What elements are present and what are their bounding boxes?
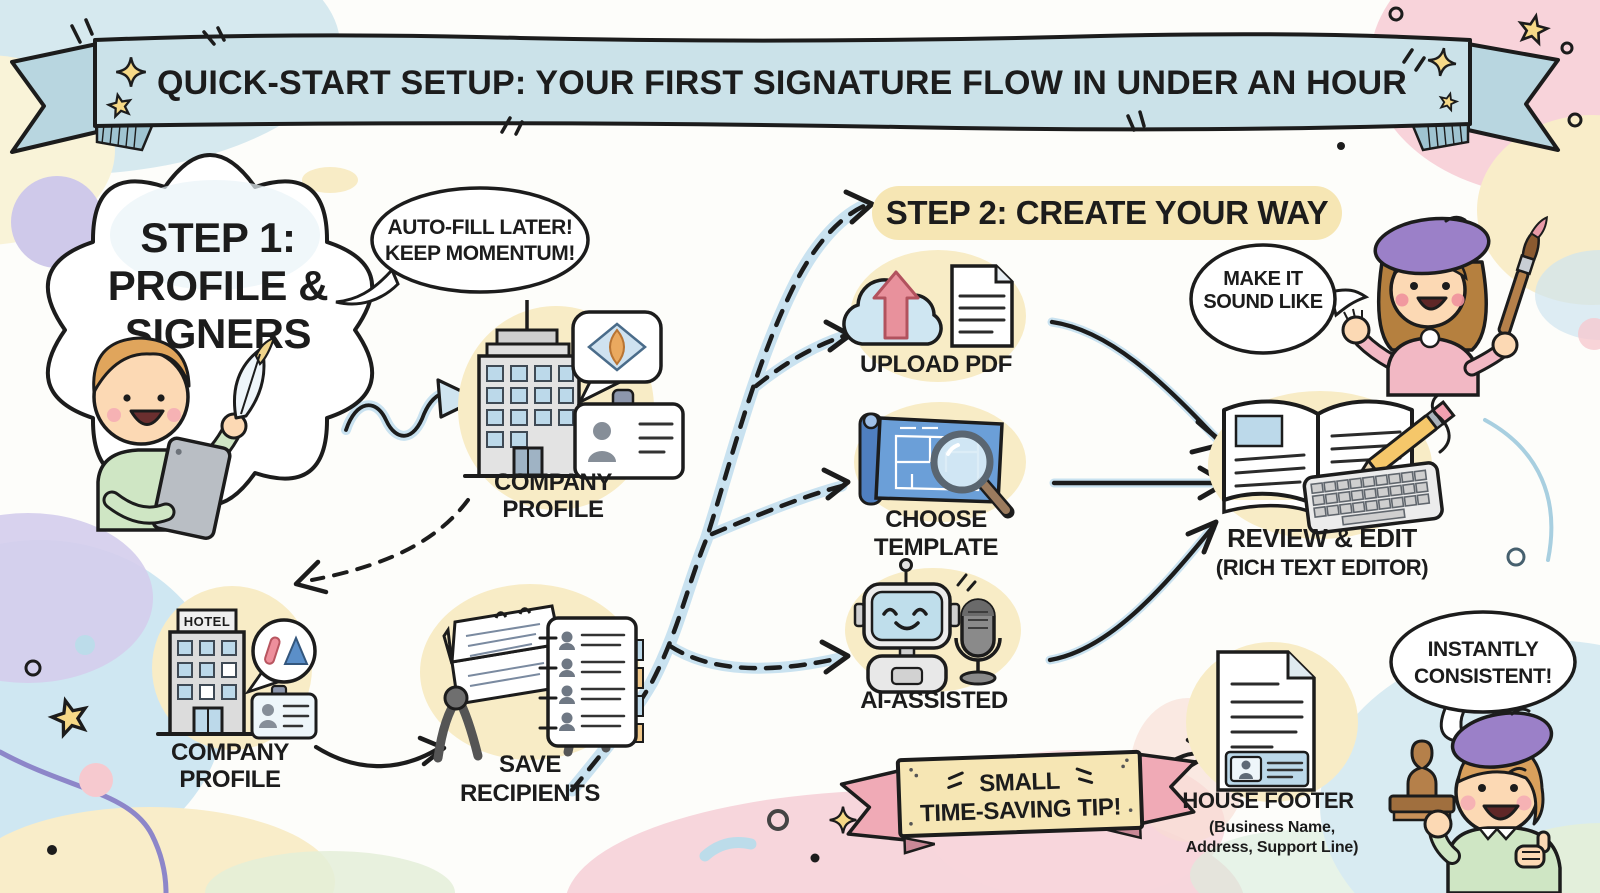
- building-roof: [495, 328, 559, 346]
- cable-squiggle: [1430, 390, 1451, 454]
- decor-elements: [0, 6, 1583, 893]
- house-footer-label: HOUSE FOOTER: [1182, 788, 1354, 813]
- ai-assisted: AI-ASSISTED: [845, 558, 1021, 714]
- hotel-sign-text: HOTEL: [184, 614, 231, 629]
- boy-mouth: [129, 409, 165, 426]
- step2-heading: STEP 2: CREATE YOUR WAY: [872, 186, 1342, 240]
- stamp-bubble-line2: CONSISTENT!: [1414, 665, 1552, 688]
- review-edit: REVIEW & EDIT (RICH TEXT EDITOR): [1208, 390, 1456, 580]
- artist-bubble-line2: SOUND LIKE: [1203, 291, 1322, 313]
- arrow-ai-review: [1047, 525, 1215, 663]
- keyboard-icon: [1302, 461, 1444, 535]
- character-boy-signer: [92, 336, 276, 540]
- house-footer-sublabel-line2: Address, Support Line): [1186, 839, 1359, 856]
- banner-band: [93, 32, 1472, 132]
- robot-icon: [853, 558, 977, 694]
- save-recipients-label-line2: RECIPIENTS: [460, 780, 600, 807]
- autofill-speech-bubble: AUTO-FILL LATER! KEEP MOMENTUM!: [335, 186, 590, 306]
- upload-arrow-icon: [872, 270, 920, 340]
- dashed-trunk-arrow: [569, 203, 867, 793]
- contact-list-icon: [538, 616, 644, 748]
- branch-ai: [667, 643, 843, 671]
- company-top-label-line1: COMPANY: [494, 469, 612, 496]
- tip-banner: SMALL TIME-SAVING TIP!: [839, 749, 1197, 855]
- branch-upload: [753, 333, 847, 389]
- step1-heading-line1: STEP 1:: [140, 214, 295, 261]
- character-stamp-boy: [1388, 707, 1562, 893]
- magnifier-icon: [930, 430, 1015, 519]
- waving-hand: [1341, 308, 1371, 345]
- blue-dash-doodle: [699, 837, 757, 862]
- save-recipients-label-line1: SAVE: [499, 751, 561, 778]
- wavy-arrow: [344, 390, 448, 438]
- arrow-to-recipients: [313, 744, 439, 769]
- stamp-speech-bubble: INSTANTLY CONSISTENT!: [1389, 610, 1577, 744]
- step2-heading-text: STEP 2: CREATE YOUR WAY: [886, 194, 1329, 231]
- pdf-document-icon: [950, 264, 1014, 348]
- review-edit-label: REVIEW & EDIT: [1227, 523, 1417, 553]
- autofill-line1: AUTO-FILL LATER!: [388, 216, 573, 239]
- title-banner: QUICK-START SETUP: YOUR FIRST SIGNATURE …: [10, 18, 1560, 154]
- company-top-label-line2: PROFILE: [502, 496, 604, 523]
- circle-doodle: [24, 659, 42, 677]
- upload-pdf: UPLOAD PDF: [842, 250, 1026, 382]
- house-footer: HOUSE FOOTER (Business Name, Address, Su…: [1182, 642, 1358, 856]
- company-profile-top: COMPANY PROFILE: [458, 300, 685, 523]
- logo-speech-bubble: [251, 618, 317, 684]
- stamp-boy-sweater: [1446, 826, 1562, 893]
- ai-assisted-label: AI-ASSISTED: [860, 687, 1008, 714]
- boy-hair: [92, 336, 191, 394]
- tip-speed-marks: [947, 767, 1094, 789]
- blue-curve-doodle: [1483, 418, 1554, 562]
- upload-pdf-label: UPLOAD PDF: [860, 351, 1012, 378]
- review-edit-sublabel: (RICH TEXT EDITOR): [1216, 555, 1428, 580]
- choose-template: CHOOSE TEMPLATE: [854, 402, 1026, 561]
- girl-beret: [1373, 216, 1491, 276]
- tip-banner-line1: SMALL: [979, 768, 1061, 798]
- microphone-icon: [954, 598, 1002, 686]
- dashed-arrow-profile: [310, 498, 470, 582]
- artist-speech-bubble: MAKE IT SOUND LIKE: [1189, 243, 1370, 355]
- step1-heading-line2: PROFILE &: [108, 262, 328, 309]
- circle-doodle: [767, 809, 789, 831]
- arrow-upload-review: [1049, 319, 1219, 441]
- stamp-boy-beret: [1450, 711, 1554, 769]
- character-artist-girl: [1341, 215, 1548, 397]
- house-footer-sublabel-line1: (Business Name,: [1209, 819, 1335, 836]
- company-bottom-label-line1: COMPANY: [171, 739, 289, 766]
- thumbs-up-hand: [1514, 830, 1551, 869]
- autofill-line2: KEEP MOMENTUM!: [385, 242, 575, 265]
- tick-marks: [70, 18, 1426, 136]
- company-bottom-label-line2: PROFILE: [179, 766, 281, 793]
- choose-template-label-line1: CHOOSE: [885, 506, 987, 533]
- company-profile-bottom: HOTEL COMPANY PROFILE: [152, 586, 318, 793]
- stamp-bubble-line1: INSTANTLY: [1428, 638, 1539, 661]
- branch-template: [709, 483, 845, 537]
- save-recipients: SAVE RECIPIENTS: [420, 584, 644, 807]
- purple-squiggle: [0, 749, 169, 893]
- paintbrush-icon: [1497, 215, 1548, 336]
- id-badge-icon: [573, 402, 685, 480]
- choose-template-label-line2: TEMPLATE: [874, 534, 999, 561]
- artist-bubble-line1: MAKE IT: [1223, 268, 1303, 290]
- banner-title: QUICK-START SETUP: YOUR FIRST SIGNATURE …: [157, 64, 1407, 102]
